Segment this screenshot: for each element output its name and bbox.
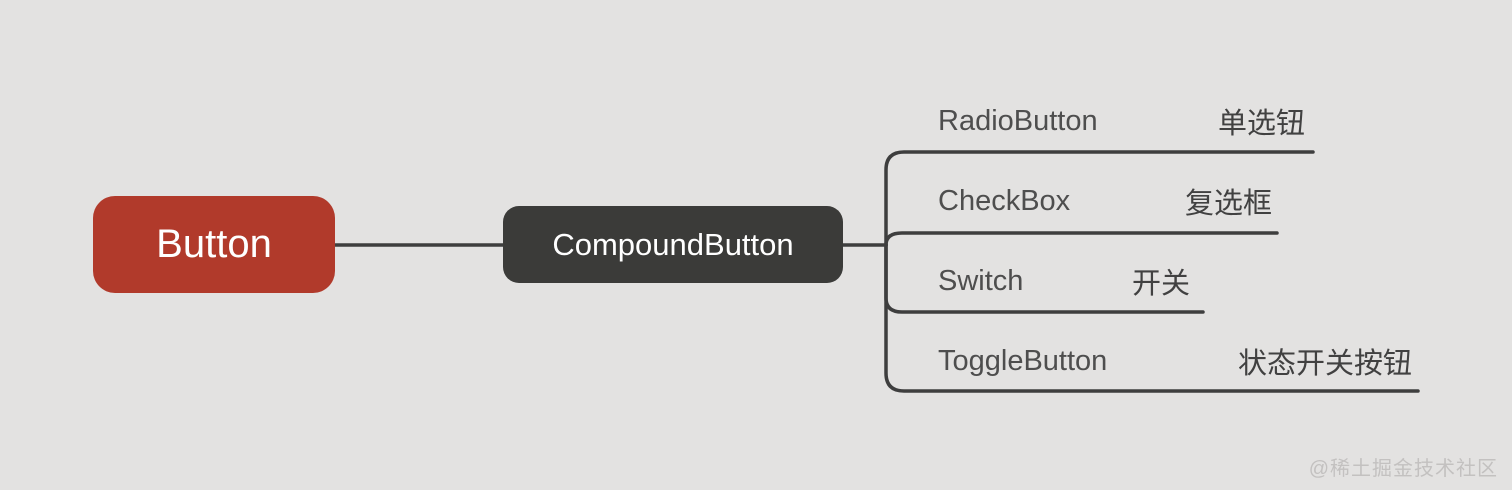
node-compoundbutton[interactable]: CompoundButton [503,206,843,283]
branch-switch-label: Switch [938,264,1024,297]
watermark: @稀土掘金技术社区 [1308,458,1498,480]
node-button-label: Button [156,222,272,266]
branch-togglebutton-label-zh: 状态开关按钮 [1237,348,1412,380]
branch-line-checkbox [884,231,1279,247]
branch-radiobutton-label-zh: 单选钮 [1217,108,1305,140]
branch-item-switch[interactable]: Switch 开关 [938,260,1190,302]
branch-checkbox-label: CheckBox [938,184,1071,217]
node-button[interactable]: Button [93,196,335,293]
node-compoundbutton-label: CompoundButton [552,226,794,262]
branch-checkbox-label-zh: 复选框 [1184,188,1272,220]
branch-item-radiobutton[interactable]: RadioButton 单选钮 [938,100,1305,142]
branch-item-togglebutton[interactable]: ToggleButton 状态开关按钮 [938,340,1412,382]
branch-switch-label-zh: 开关 [1131,268,1190,300]
branch-item-checkbox[interactable]: CheckBox 复选框 [938,180,1272,222]
branch-radiobutton-label: RadioButton [938,104,1098,137]
branch-togglebutton-label: ToggleButton [938,344,1108,377]
